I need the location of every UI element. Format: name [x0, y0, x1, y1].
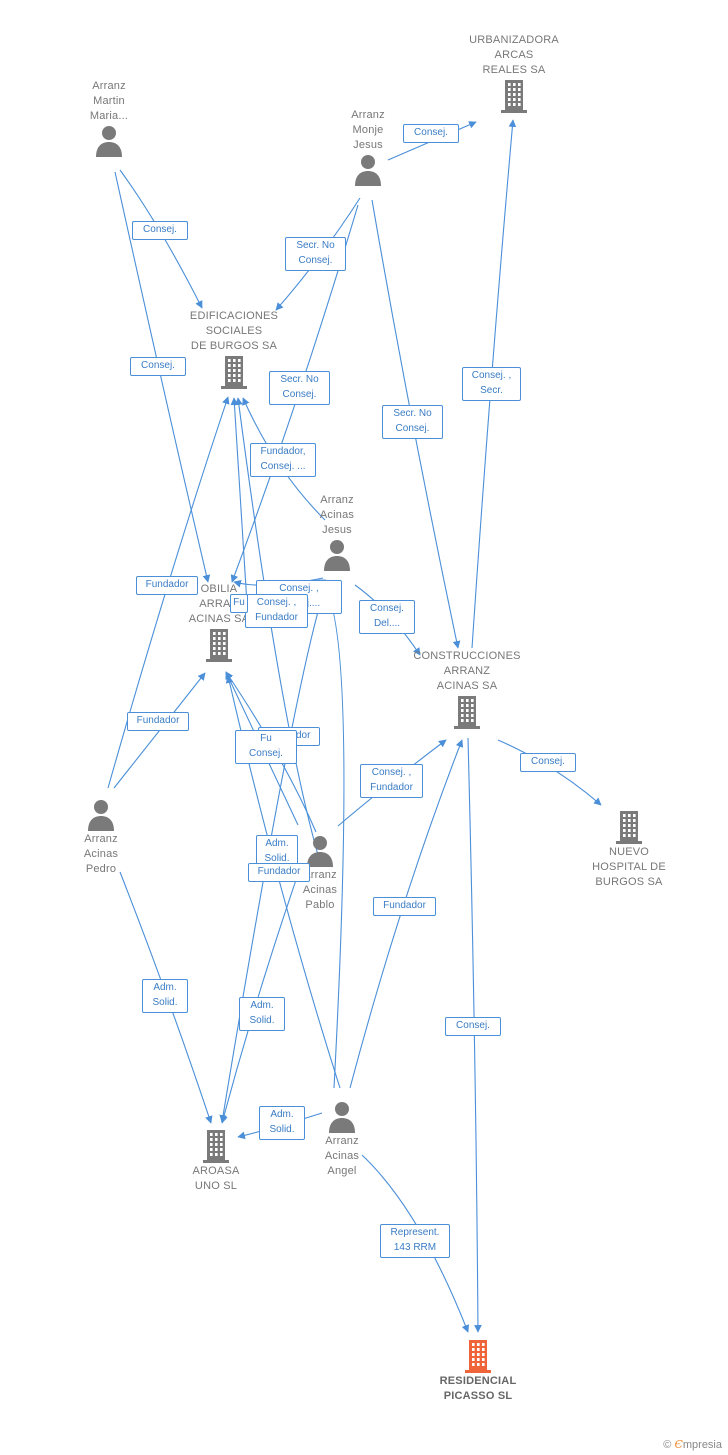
- relation-badge[interactable]: Consej.: [403, 124, 459, 143]
- brand-logo-letter: Є: [674, 1438, 683, 1451]
- relation-badge[interactable]: Adm. Solid.: [259, 1106, 305, 1140]
- person-arranz-acinas-pablo[interactable]: Arranz Acinas Pablo: [285, 834, 355, 913]
- relation-badge[interactable]: Fundador: [373, 897, 436, 916]
- relation-badge[interactable]: Fundador: [127, 712, 189, 731]
- relation-badge[interactable]: Consej.: [445, 1017, 501, 1036]
- relation-badge[interactable]: Secr. No Consej.: [285, 237, 346, 271]
- person-arranz-monje-jesus[interactable]: Arranz Monje Jesus: [333, 108, 403, 187]
- relation-badge[interactable]: Fu Consej.: [235, 730, 297, 764]
- relationship-edge: [467, 737, 482, 1333]
- company-residencial-picasso-focus[interactable]: RESIDENCIAL PICASSO SL: [416, 1338, 540, 1404]
- node-label: Arranz Martin Maria...: [89, 80, 129, 122]
- relation-badge[interactable]: Consej. , Fundador: [360, 764, 423, 798]
- relation-badge[interactable]: Consej.: [132, 221, 188, 240]
- relation-badge[interactable]: Consej. , Secr.: [462, 367, 521, 401]
- relationship-edge: [497, 739, 602, 806]
- building-icon: [616, 811, 642, 844]
- relation-badge[interactable]: Fundador, Consej. ...: [250, 443, 316, 477]
- person-icon: [329, 1102, 355, 1133]
- relation-badge[interactable]: Consej. Del....: [359, 600, 415, 634]
- company-urbanizadora-arcas-reales[interactable]: URBANIZADORA ARCAS REALES SA: [452, 33, 576, 114]
- building-icon: [454, 696, 480, 729]
- person-icon: [88, 800, 114, 831]
- node-label: CONSTRUCCIONES ARRANZ ACINAS SA: [413, 650, 521, 692]
- person-arranz-martin-maria[interactable]: Arranz Martin Maria...: [74, 79, 144, 158]
- company-aroasa-uno[interactable]: AROASA UNO SL: [176, 1128, 256, 1194]
- node-label: Arranz Acinas Pedro: [83, 833, 119, 875]
- node-label: Arranz Acinas Angel: [324, 1135, 360, 1177]
- relationship-edge: [235, 397, 319, 856]
- relation-badge[interactable]: Fundador: [248, 863, 310, 882]
- building-icon: [206, 629, 232, 662]
- relation-badge[interactable]: Fundador: [136, 576, 198, 595]
- building-icon: [501, 80, 527, 113]
- relation-badge[interactable]: Adm. Solid.: [239, 997, 285, 1031]
- relation-badge[interactable]: Consej. , Fundador: [245, 594, 308, 628]
- building-icon: [465, 1340, 491, 1373]
- relation-badge[interactable]: Secr. No Consej.: [269, 371, 330, 405]
- relation-badge[interactable]: Consej.: [130, 357, 186, 376]
- copyright-symbol: ©: [663, 1439, 672, 1451]
- person-arranz-acinas-jesus[interactable]: Arranz Acinas Jesus: [302, 493, 372, 572]
- company-construcciones-arranz-acinas[interactable]: CONSTRUCCIONES ARRANZ ACINAS SA: [405, 649, 529, 730]
- node-label: URBANIZADORA ARCAS REALES SA: [469, 34, 559, 76]
- relation-badge[interactable]: Adm. Solid.: [142, 979, 188, 1013]
- person-icon: [355, 155, 381, 186]
- relationship-edge: [114, 171, 211, 583]
- person-icon: [324, 540, 350, 571]
- person-arranz-acinas-angel[interactable]: Arranz Acinas Angel: [307, 1100, 377, 1179]
- brand-watermark: © Єmpresia: [663, 1438, 722, 1451]
- node-label: Arranz Monje Jesus: [351, 109, 385, 151]
- node-label: Arranz Acinas Jesus: [319, 494, 355, 536]
- company-nuevo-hospital-de-burgos[interactable]: NUEVO HOSPITAL DE BURGOS SA: [577, 809, 681, 890]
- relation-badge[interactable]: Represent. 143 RRM: [380, 1224, 450, 1258]
- relation-badge[interactable]: Secr. No Consej.: [382, 405, 443, 439]
- node-label: RESIDENCIAL PICASSO SL: [439, 1375, 517, 1402]
- node-label: Arranz Acinas Pablo: [302, 869, 338, 911]
- relation-badge[interactable]: Fu: [230, 594, 248, 613]
- person-icon: [96, 126, 122, 157]
- building-icon: [221, 356, 247, 389]
- relationship-edge: [230, 397, 249, 621]
- company-edificaciones-sociales-de-burgos[interactable]: EDIFICACIONES SOCIALES DE BURGOS SA: [172, 309, 296, 390]
- node-label: NUEVO HOSPITAL DE BURGOS SA: [592, 846, 666, 888]
- brand-name: mpresia: [682, 1439, 722, 1451]
- building-icon: [203, 1130, 229, 1163]
- relation-badge[interactable]: Consej.: [520, 753, 576, 772]
- person-arranz-acinas-pedro[interactable]: Arranz Acinas Pedro: [66, 798, 136, 877]
- node-label: AROASA UNO SL: [192, 1165, 240, 1192]
- node-label: EDIFICACIONES SOCIALES DE BURGOS SA: [189, 310, 279, 352]
- person-icon: [307, 836, 333, 867]
